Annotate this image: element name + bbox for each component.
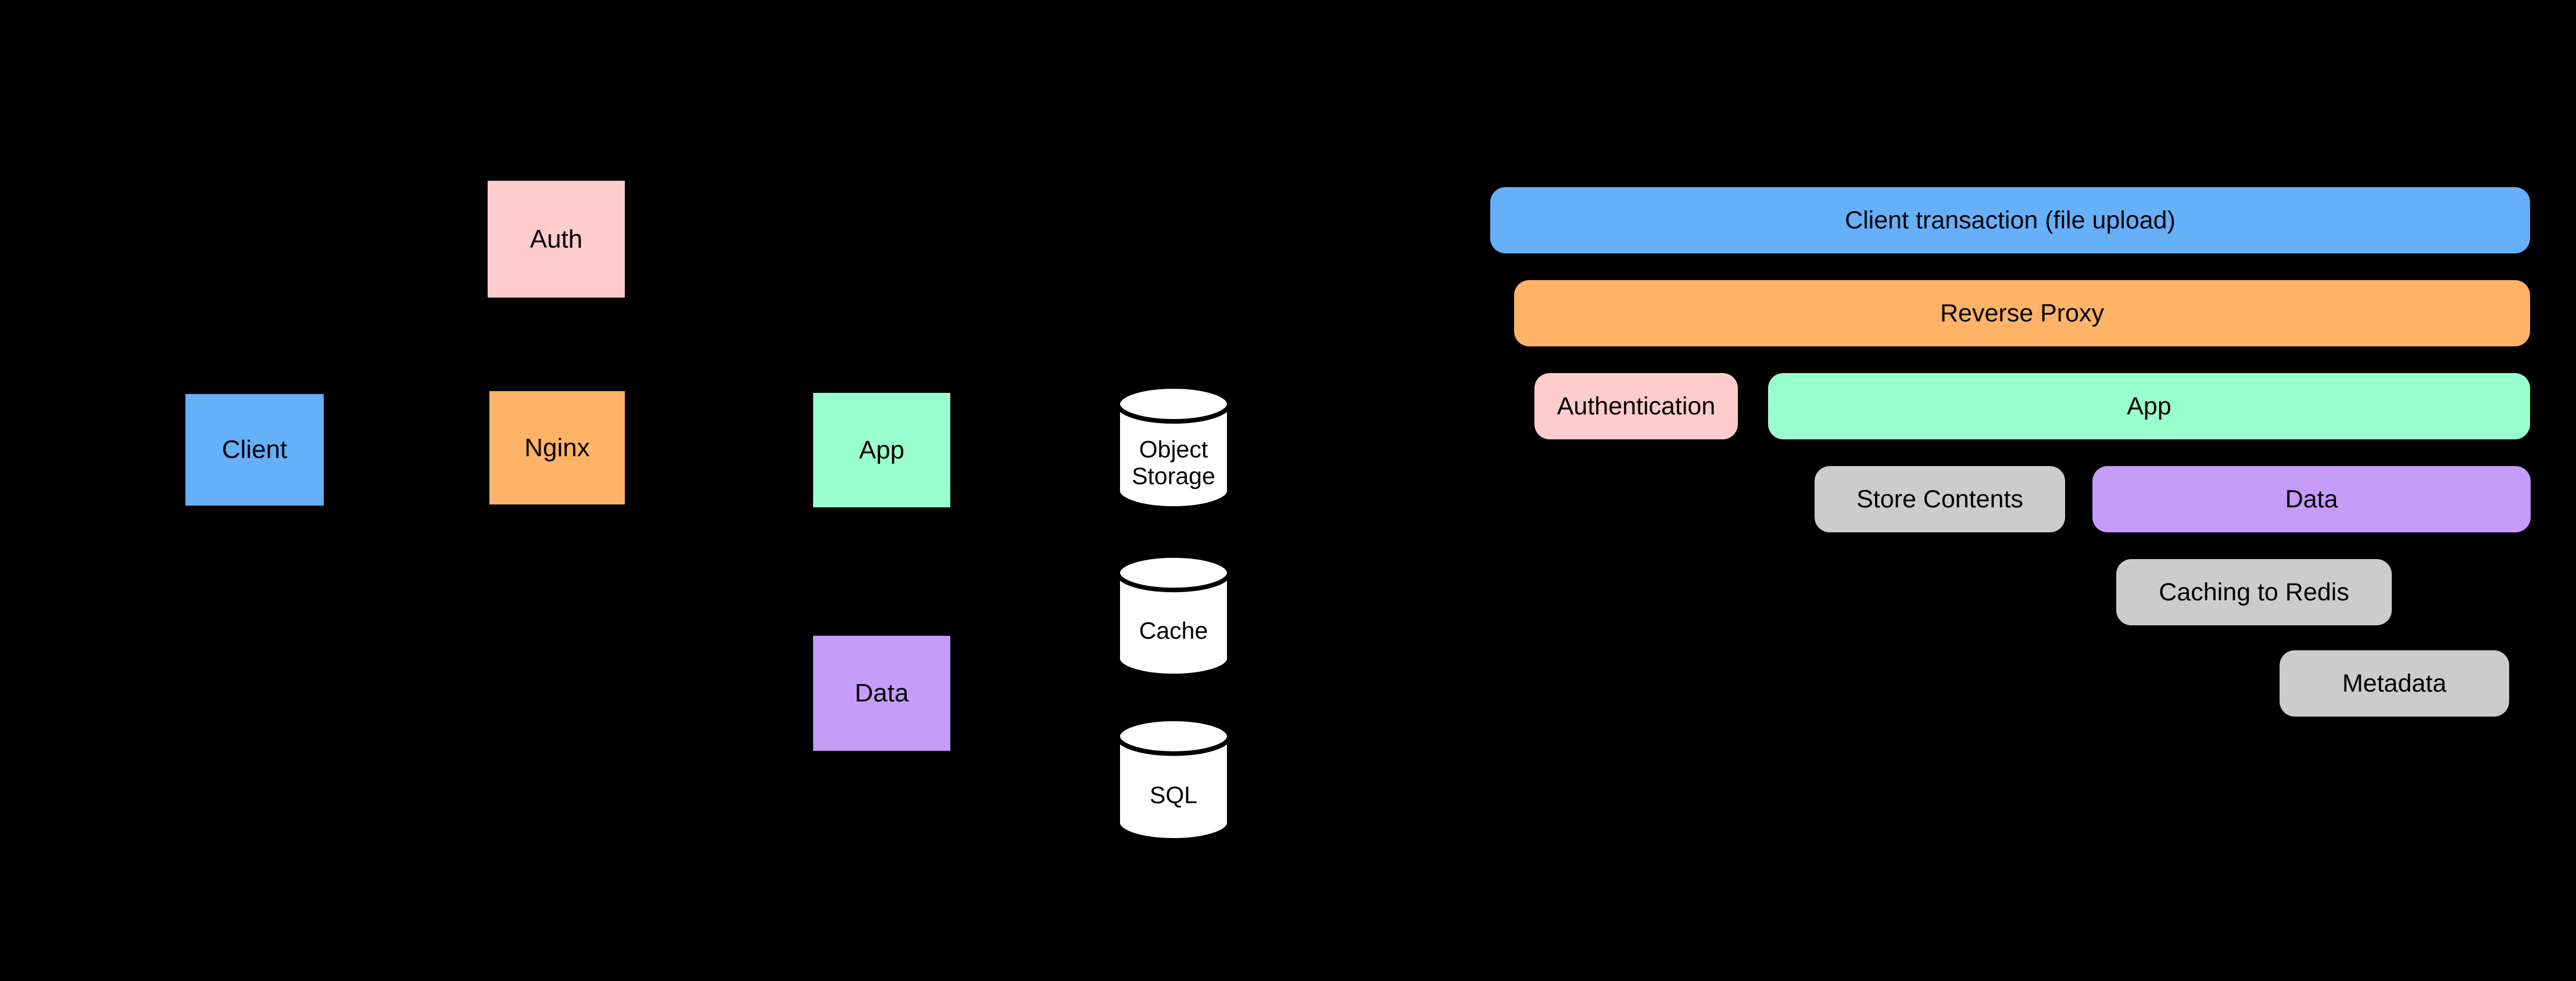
arch-node-label: Cache (1139, 617, 1208, 645)
database-cylinder-icon (1115, 717, 1232, 843)
arch-node-label: Client (221, 435, 288, 464)
arch-node-object-storage: Object Storage (1115, 384, 1232, 511)
trace-span-store-contents: Store Contents (1815, 466, 2065, 532)
trace-span-app-span: App (1768, 373, 2530, 439)
arch-node-label: Auth (529, 224, 583, 253)
trace-span-label: Data (2285, 485, 2338, 513)
trace-span-label: Metadata (2342, 669, 2447, 697)
trace-span-metadata: Metadata (2280, 650, 2509, 717)
arch-node-label: Object Storage (1132, 436, 1215, 490)
trace-span-label: Reverse Proxy (1940, 299, 2104, 327)
trace-span-authentication: Authentication (1534, 373, 1738, 439)
arch-node-auth: Auth (488, 181, 625, 298)
trace-span-label: App (2127, 392, 2171, 420)
database-cylinder-icon (1115, 553, 1232, 678)
arch-node-client: Client (185, 394, 324, 506)
arch-node-app: App (813, 393, 950, 507)
trace-span-label: Caching to Redis (2159, 578, 2349, 606)
arch-node-data: Data (813, 636, 950, 751)
trace-span-label: Client transaction (file upload) (1845, 206, 2176, 234)
trace-span-data-span: Data (2092, 466, 2531, 532)
arch-node-cache: Cache (1115, 553, 1232, 678)
trace-span-label: Authentication (1557, 392, 1716, 420)
arch-node-label: Data (854, 679, 909, 707)
trace-span-label: Store Contents (1856, 485, 2023, 513)
arch-node-label: App (858, 435, 905, 464)
arch-node-sql: SQL (1115, 717, 1232, 843)
trace-span-client-transaction: Client transaction (file upload) (1490, 187, 2530, 253)
trace-span-reverse-proxy: Reverse Proxy (1514, 280, 2530, 346)
arch-node-label: Nginx (524, 433, 590, 462)
database-cylinder-icon (1115, 384, 1232, 511)
arch-node-label: SQL (1149, 781, 1198, 808)
arch-node-nginx: Nginx (489, 391, 625, 504)
trace-span-caching-to-redis: Caching to Redis (2116, 559, 2392, 625)
